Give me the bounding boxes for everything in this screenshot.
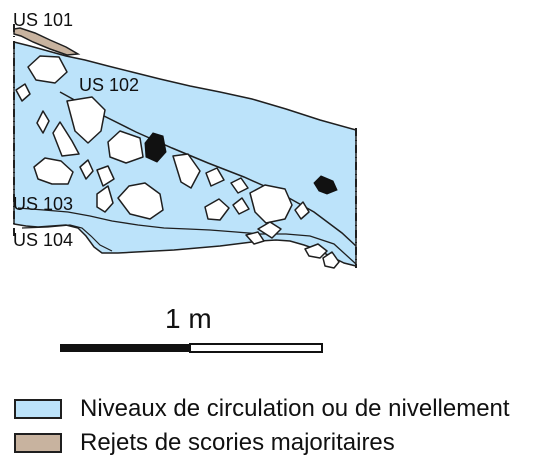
legend-item-slag: Rejets de scories majoritaires [14,426,534,460]
stone-10 [172,153,201,189]
legend-swatch-slag [14,433,62,453]
section-interface-line-lower [21,224,113,252]
dark-inclusion-2 [313,175,338,195]
section-interface-line-upper [59,91,357,247]
slag-rejects-layer [13,27,81,56]
stone-3 [66,96,106,144]
stone-inclusions [15,55,340,269]
stone-16 [232,197,250,215]
stone-6 [107,130,144,164]
legend: Niveaux de circulation ou de nivellement… [14,392,534,460]
stone-8 [79,159,94,180]
scale-bar: 1 m [60,303,323,353]
stone-20 [245,231,265,245]
stone-22 [322,251,340,269]
stone-19 [257,221,282,239]
scale-white-segment [189,343,323,353]
stone-18 [294,201,310,220]
us-101-label: US 101 [13,10,73,30]
us-103-label: US 103 [13,194,73,214]
stone-1 [27,55,68,84]
legend-item-circulation: Niveaux de circulation ou de nivellement [14,392,534,426]
stone-17 [249,184,293,224]
stone-11 [205,167,225,187]
stone-13 [117,182,164,220]
stone-2 [15,83,31,102]
legend-swatch-circulation [14,399,62,419]
stone-5 [52,121,80,157]
scale-black-segment [60,344,190,352]
scale-label: 1 m [165,303,212,334]
stone-9 [96,165,115,187]
stone-7 [33,157,74,185]
us-102-label: US 102 [79,75,139,95]
dark-inclusion-1 [144,132,167,163]
stone-14 [96,185,114,213]
section-interface-line-middle [17,207,357,265]
us-104-label: US 104 [13,230,73,250]
stone-21 [304,243,328,259]
stone-4 [36,110,50,134]
legend-label-circulation: Niveaux de circulation ou de nivellement [80,395,510,422]
section-drawing: US 101 US 102 US 103 US 104 [13,10,357,269]
stone-15 [204,198,230,221]
legend-label-slag: Rejets de scories majoritaires [80,429,395,456]
stone-12 [230,177,249,194]
